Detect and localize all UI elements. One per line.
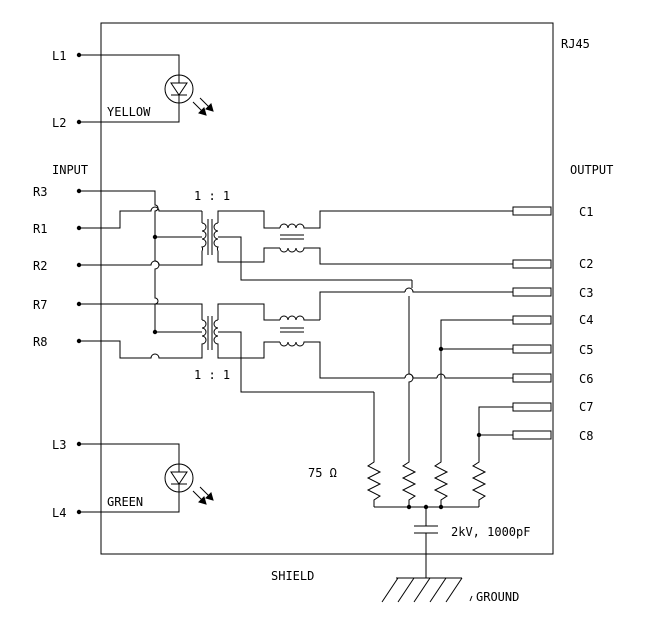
pin-label-c7: C7 xyxy=(579,400,593,414)
led-top xyxy=(76,52,214,125)
led-top-color-label: YELLOW xyxy=(107,105,151,119)
pin-label-r8: R8 xyxy=(33,335,47,349)
termination-resistors xyxy=(366,456,487,510)
led-bottom xyxy=(76,441,214,515)
bypass-capacitor xyxy=(414,507,438,578)
pin-label-l1: L1 xyxy=(52,49,66,63)
pin-label-r3: R3 xyxy=(33,185,47,199)
pin-label-l2: L2 xyxy=(52,116,66,130)
pin-label-c4: C4 xyxy=(579,313,593,327)
pin-label-r7: R7 xyxy=(33,298,47,312)
output-pins xyxy=(512,206,552,440)
input-wiring xyxy=(76,188,203,359)
pin-label-c1: C1 xyxy=(579,205,593,219)
pin-label-c8: C8 xyxy=(579,429,593,443)
pin-label-r2: R2 xyxy=(33,259,47,273)
input-label: INPUT xyxy=(52,163,88,177)
transformer-bottom xyxy=(201,303,374,393)
connector-housing xyxy=(100,22,554,555)
transformer-top xyxy=(201,210,412,281)
output-label: OUTPUT xyxy=(570,163,613,177)
ground-label: GROUND xyxy=(476,590,519,604)
connector-name: RJ45 xyxy=(561,37,590,51)
pin-label-c6: C6 xyxy=(579,372,593,386)
pin-label-l3: L3 xyxy=(52,438,66,452)
pin-label-c3: C3 xyxy=(579,286,593,300)
pin-label-r1: R1 xyxy=(33,222,47,236)
pin-label-l4: L4 xyxy=(52,506,66,520)
termination-resistor-value: 75 Ω xyxy=(308,466,337,480)
output-wiring xyxy=(304,210,513,456)
pin-label-c5: C5 xyxy=(579,343,593,357)
choke-top xyxy=(279,223,320,253)
ground-icon xyxy=(381,577,473,603)
pin-label-c2: C2 xyxy=(579,257,593,271)
bypass-capacitor-value: 2kV, 1000pF xyxy=(451,525,530,539)
led-bottom-color-label: GREEN xyxy=(107,495,143,509)
bottom-transformer-ratio: 1 : 1 xyxy=(194,368,230,382)
choke-bottom xyxy=(279,315,320,347)
top-transformer-ratio: 1 : 1 xyxy=(194,189,230,203)
shield-label: SHIELD xyxy=(271,569,314,583)
